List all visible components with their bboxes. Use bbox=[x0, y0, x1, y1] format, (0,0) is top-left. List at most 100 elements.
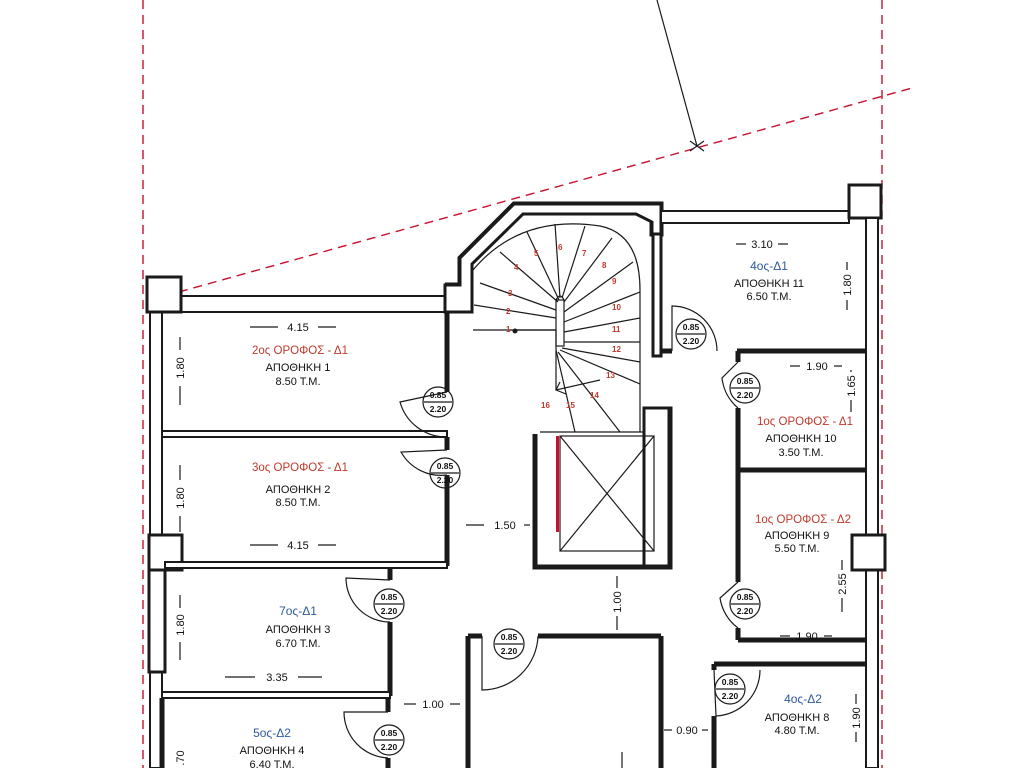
dim-r1-width: 4.15 bbox=[287, 322, 308, 334]
dim-corridor-width: 1.50 bbox=[494, 520, 515, 532]
dim-r10-width: 1.90 bbox=[806, 361, 827, 373]
stair-step-12: 12 bbox=[612, 345, 621, 354]
room-label-r9: 1ος ΟΡΟΦΟΣ - Δ2 ΑΠΟΘΗΚΗ 9 5.50 T.M. bbox=[755, 514, 851, 555]
stair-step-11: 11 bbox=[612, 325, 621, 334]
dim-r4-height: .70 bbox=[175, 750, 187, 765]
door-tag-r9: 0.85 2.20 bbox=[729, 588, 761, 620]
door-tag-central: 0.85 2.20 bbox=[493, 628, 525, 660]
door-tag-height: 2.20 bbox=[381, 742, 398, 752]
room-label-r3: 7ος-Δ1 ΑΠΟΘΗΚΗ 3 6.70 T.M. bbox=[266, 604, 331, 650]
dim-r3-width: 3.35 bbox=[266, 672, 287, 684]
stair-step-7: 7 bbox=[582, 249, 587, 258]
door-tag-height: 2.20 bbox=[737, 606, 754, 616]
room-name: ΑΠΟΘΗΚΗ 3 bbox=[266, 624, 331, 636]
room-name: ΑΠΟΘΗΚΗ 2 bbox=[266, 484, 331, 496]
room-label-r8: 4ος-Δ2 ΑΠΟΘΗΚΗ 8 4.80 T.M. bbox=[765, 692, 830, 737]
door-swings bbox=[343, 305, 761, 759]
room-label-r1: 2ος ΟΡΟΦΟΣ - Δ1 ΑΠΟΘΗΚΗ 1 8.50 T.M. bbox=[252, 345, 348, 388]
dim-lobby-width: 1.00 bbox=[422, 699, 443, 711]
dim-r3-height: 1.80 bbox=[175, 614, 187, 635]
room-label-r2: 3ος ΟΡΟΦΟΣ - Δ1 ΑΠΟΘΗΚΗ 2 8.50 T.M. bbox=[252, 462, 348, 509]
door-tag-height: 2.20 bbox=[430, 404, 447, 414]
room-floor: 3ος ΟΡΟΦΟΣ - Δ1 bbox=[252, 462, 348, 474]
property-boundary bbox=[142, 0, 913, 768]
door-tag-width: 0.85 bbox=[501, 632, 518, 642]
door-tag-r3: 0.85 2.20 bbox=[373, 588, 405, 620]
room-name: ΑΠΟΘΗΚΗ 4 bbox=[240, 745, 305, 757]
room-floor: 1ος ΟΡΟΦΟΣ - Δ1 bbox=[757, 416, 853, 428]
room-name: ΑΠΟΘΗΚΗ 1 bbox=[266, 362, 331, 374]
stair-step-8: 8 bbox=[602, 261, 607, 270]
room-name: ΑΠΟΘΗΚΗ 8 bbox=[765, 712, 830, 724]
door-tag-height: 2.20 bbox=[722, 691, 739, 701]
room-name: ΑΠΟΘΗΚΗ 9 bbox=[765, 530, 830, 542]
room-name: ΑΠΟΘΗΚΗ 11 bbox=[734, 278, 804, 290]
door-tag-width: 0.85 bbox=[381, 592, 398, 602]
door-tag-height: 2.20 bbox=[381, 606, 398, 616]
room-floor: 4ος-Δ2 bbox=[784, 692, 822, 706]
door-tag-width: 0.85 bbox=[737, 376, 754, 386]
stair-step-6: 6 bbox=[558, 243, 563, 252]
stair-step-5: 5 bbox=[534, 249, 539, 258]
door-tag-r4: 0.85 2.20 bbox=[373, 724, 405, 756]
dim-r2-width: 4.15 bbox=[287, 540, 308, 552]
dim-corridor-depth: 1.00 bbox=[612, 591, 624, 612]
room-area: 6.50 T.M. bbox=[746, 291, 791, 303]
door-tag-width: 0.85 bbox=[737, 592, 754, 602]
dim-r9-height: 2.55 bbox=[837, 573, 849, 594]
door-tag-width: 0.85 bbox=[381, 728, 398, 738]
dim-r1-height: 1.80 bbox=[175, 357, 187, 378]
room-label-r10: 1ος ΟΡΟΦΟΣ - Δ1 ΑΠΟΘΗΚΗ 10 3.50 T.M. bbox=[757, 416, 853, 459]
room-area: 6.40 T.M. bbox=[249, 759, 294, 768]
room-label-r11: 4ος-Δ1 ΑΠΟΘΗΚΗ 11 6.50 T.M. bbox=[734, 259, 804, 303]
room-floor: 7ος-Δ1 bbox=[279, 604, 317, 618]
door-tag-r11: 0.85 2.20 bbox=[675, 318, 707, 350]
room-area: 6.70 T.M. bbox=[275, 638, 320, 650]
dim-r8-height: 1.90 bbox=[851, 707, 863, 728]
stair-step-9: 9 bbox=[612, 277, 617, 286]
stair-step-1: 1 bbox=[506, 325, 511, 334]
room-floor: 1ος ΟΡΟΦΟΣ - Δ2 bbox=[755, 514, 851, 526]
left-walls bbox=[145, 275, 450, 768]
central-lower-room bbox=[465, 633, 664, 768]
door-tag-height: 2.20 bbox=[683, 336, 700, 346]
room-floor: 4ος-Δ1 bbox=[750, 259, 788, 273]
dimension-lines: 4.15 1.80 1.80 4.15 1.80 3.35 .70 1.50 1… bbox=[175, 239, 863, 766]
room-floor: 2ος ΟΡΟΦΟΣ - Δ1 bbox=[252, 345, 348, 357]
stair-step-10: 10 bbox=[612, 303, 621, 312]
room-area: 8.50 T.M. bbox=[275, 376, 320, 388]
door-tag-r1: 0.85 2.20 bbox=[422, 386, 454, 418]
right-walls bbox=[660, 183, 887, 768]
room-area: 8.50 T.M. bbox=[275, 497, 320, 509]
door-tag-width: 0.85 bbox=[437, 461, 454, 471]
door-tag-r8: 0.85 2.20 bbox=[714, 673, 746, 705]
dim-r11-width: 3.10 bbox=[751, 239, 772, 251]
dim-r9-width: 1.90 bbox=[796, 631, 817, 643]
stair-step-13: 13 bbox=[606, 371, 615, 380]
stair-step-3: 3 bbox=[508, 289, 513, 298]
north-leader-line bbox=[656, 0, 705, 152]
dim-lobby-width-right: 0.90 bbox=[676, 725, 697, 737]
room-label-r4: 5ος-Δ2 ΑΠΟΘΗΚΗ 4 6.40 T.M. bbox=[240, 726, 305, 768]
door-tag-height: 2.20 bbox=[437, 475, 454, 485]
door-tag-r10: 0.85 2.20 bbox=[729, 372, 761, 404]
door-tag-width: 0.85 bbox=[430, 390, 447, 400]
door-tag-width: 0.85 bbox=[722, 677, 739, 687]
dim-r2-height: 1.80 bbox=[175, 487, 187, 508]
stair-step-16: 16 bbox=[541, 401, 550, 410]
door-tag-height: 2.20 bbox=[737, 390, 754, 400]
door-tag-width: 0.85 bbox=[683, 322, 700, 332]
stair-step-15: 15 bbox=[566, 401, 575, 410]
stair-step-2: 2 bbox=[506, 307, 511, 316]
stair-core: 1 2 3 4 5 6 7 8 9 10 11 12 13 14 15 16 bbox=[443, 201, 673, 570]
dim-r11-height: 1.80 bbox=[842, 274, 854, 295]
room-name: ΑΠΟΘΗΚΗ 10 bbox=[766, 433, 837, 445]
room-area: 3.50 T.M. bbox=[778, 447, 823, 459]
stair-step-4: 4 bbox=[514, 263, 519, 272]
dim-r10-height: 1.65 bbox=[846, 375, 858, 396]
door-tag-height: 2.20 bbox=[501, 646, 518, 656]
stair-step-14: 14 bbox=[590, 391, 599, 400]
door-tag-r2: 0.85 2.20 bbox=[429, 457, 461, 489]
room-floor: 5ος-Δ2 bbox=[253, 726, 291, 740]
